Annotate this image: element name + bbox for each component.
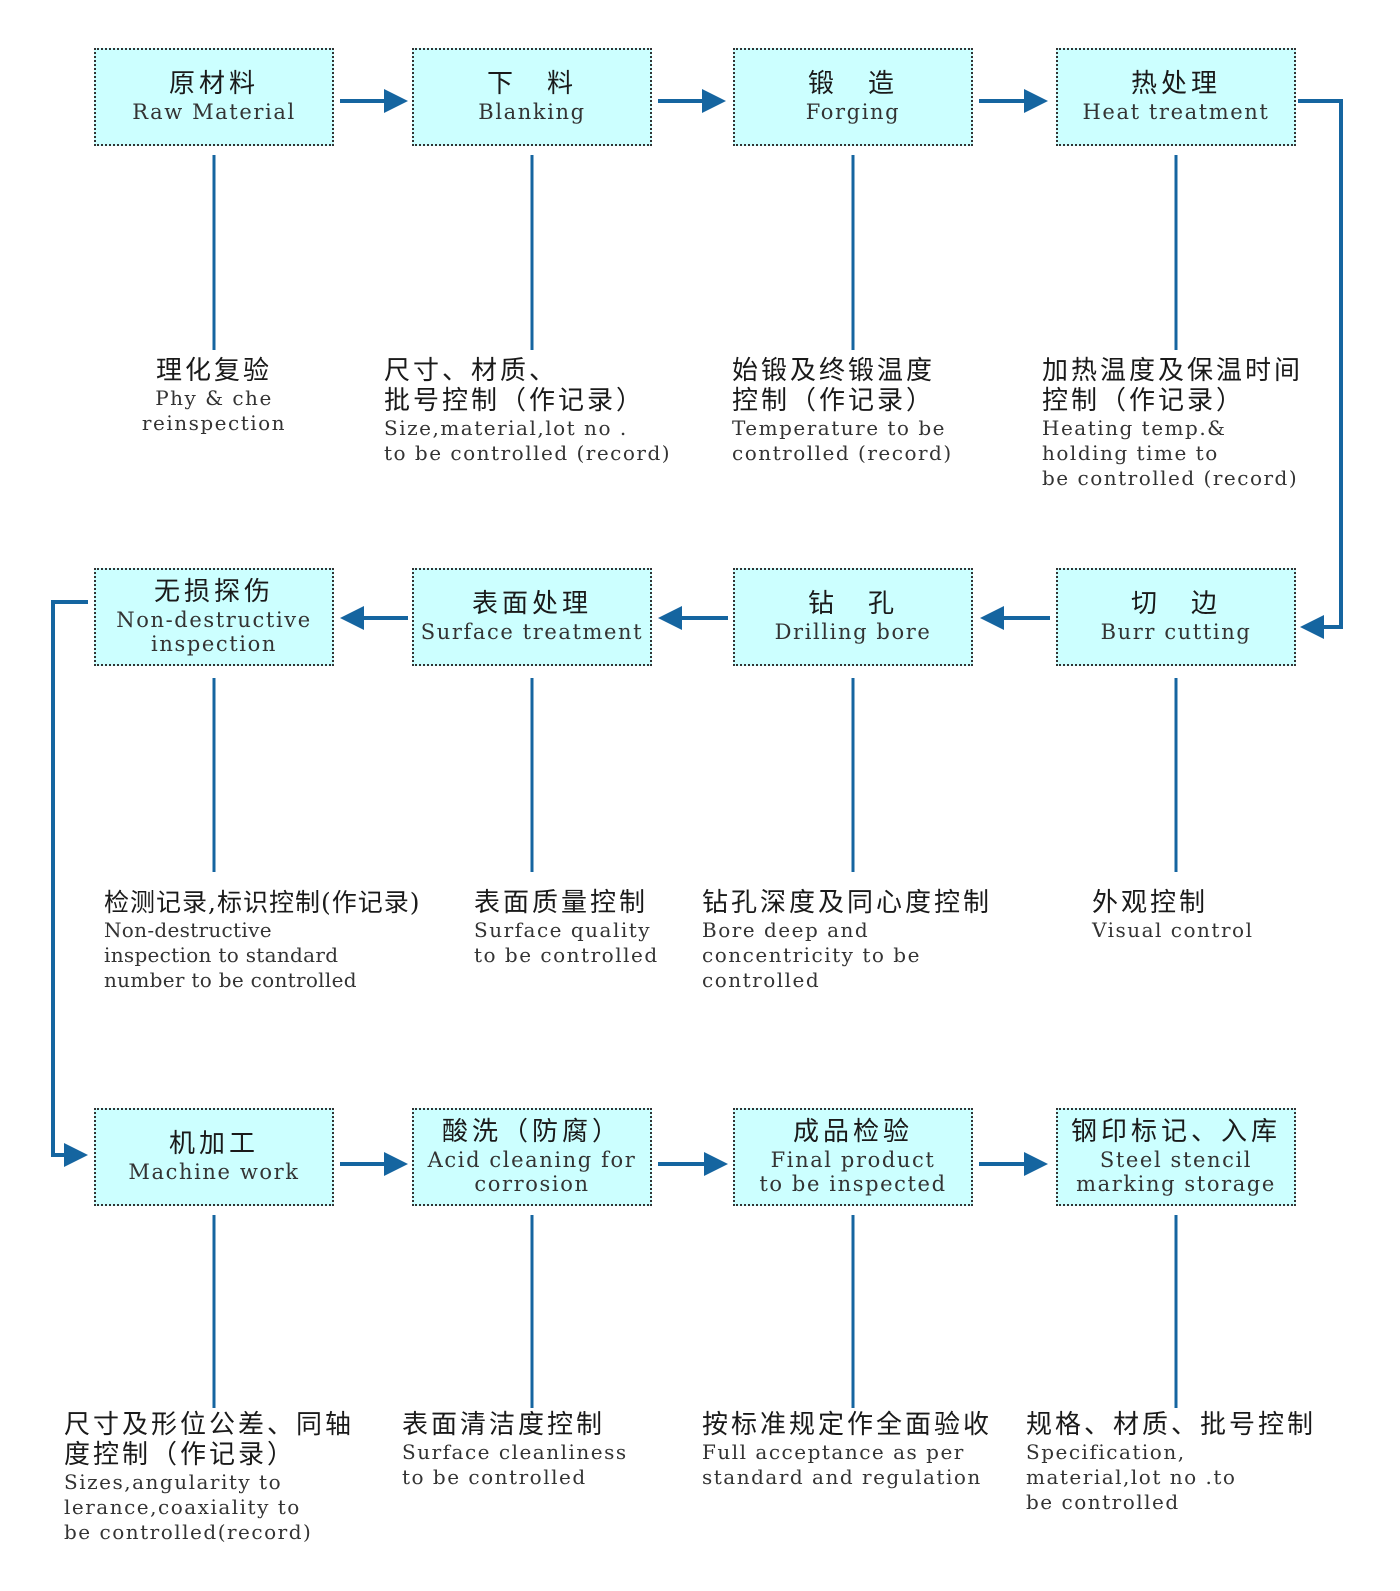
step-zh: 钢印标记、入库 [1070, 1116, 1281, 1147]
note-surface-quality: 表面质量控制 Surface quality to be controlled [474, 888, 659, 968]
flow-arrow-6-7 [658, 606, 728, 630]
flow-arrow-2-3 [658, 89, 726, 113]
note-zh: 外观控制 [1092, 888, 1209, 918]
flow-arrow-9-10 [340, 1152, 408, 1176]
step-surface-treatment: 表面处理 Surface treatment [412, 568, 652, 666]
step-en: Machine work [128, 1159, 300, 1184]
note-en: Sizes,angularity to lerance,coaxiality t… [64, 1470, 313, 1544]
step-en: Steel stencil marking storage [1076, 1147, 1276, 1196]
note-en: Specification, material,lot no .to be co… [1026, 1440, 1237, 1514]
note-en: Heating temp.& holding time to be contro… [1042, 416, 1299, 490]
note-visual-control: 外观控制 Visual control [1092, 888, 1253, 943]
flow-arrow-5-6 [980, 606, 1050, 630]
note-forging-temperature: 始锻及终锻温度 控制（作记录） Temperature to be contro… [732, 356, 953, 466]
note-zh: 表面质量控制 [474, 888, 649, 918]
step-zh: 钻 孔 [807, 588, 898, 619]
note-heating-temperature: 加热温度及保温时间 控制（作记录） Heating temp.& holding… [1042, 356, 1303, 491]
step-final-product-inspection: 成品检验 Final product to be inspected [733, 1108, 973, 1206]
note-zh: 加热温度及保温时间 控制（作记录） [1042, 356, 1304, 416]
note-zh: 检测记录,标识控制(作记录) [104, 888, 421, 917]
step-en: Heat treatment [1082, 99, 1270, 124]
note-zh: 钻孔深度及同心度控制 [702, 888, 993, 918]
note-size-material-lot: 尺寸、材质、 批号控制（作记录） Size,material,lot no . … [384, 356, 671, 466]
step-en: Final product to be inspected [759, 1147, 947, 1196]
step-en: Non-destructive inspection [116, 607, 312, 656]
note-zh: 表面清洁度控制 [402, 1410, 606, 1440]
note-zh: 理化复验 [155, 356, 272, 386]
note-sizes-angularity: 尺寸及形位公差、同轴 度控制（作记录） Sizes,angularity to … [64, 1410, 354, 1545]
step-en: Acid cleaning for corrosion [427, 1147, 637, 1196]
note-zh: 按标准规定作全面验收 [702, 1410, 993, 1440]
note-en: Size,material,lot no . to be controlled … [384, 416, 672, 465]
note-surface-cleanliness: 表面清洁度控制 Surface cleanliness to be contro… [402, 1410, 628, 1490]
flow-arrow-8-9 [51, 600, 88, 1167]
step-burr-cutting: 切 边 Burr cutting [1056, 568, 1296, 666]
flow-arrow-7-8 [340, 606, 408, 630]
step-en: Forging [805, 99, 901, 124]
step-non-destructive-inspection: 无损探伤 Non-destructive inspection [94, 568, 334, 666]
note-en: Non-destructive inspection to standard n… [104, 918, 357, 992]
flow-arrow-10-11 [658, 1152, 728, 1176]
note-zh: 尺寸及形位公差、同轴 度控制（作记录） [64, 1410, 355, 1470]
note-en: Visual control [1092, 918, 1254, 942]
note-phy-che-reinspection: 理化复验 Phy & che reinspection [114, 356, 314, 436]
step-machine-work: 机加工 Machine work [94, 1108, 334, 1206]
step-en: Raw Material [132, 99, 296, 124]
step-zh: 锻 造 [807, 68, 898, 99]
step-en: Burr cutting [1100, 619, 1252, 644]
step-zh: 成品检验 [792, 1116, 913, 1147]
note-specification-control: 规格、材质、批号控制 Specification, material,lot n… [1026, 1410, 1316, 1515]
note-zh: 规格、材质、批号控制 [1026, 1410, 1317, 1440]
note-inspection-record: 检测记录,标识控制(作记录) Non-destructive inspectio… [104, 888, 420, 993]
step-zh: 表面处理 [471, 588, 592, 619]
step-acid-cleaning: 酸洗（防腐） Acid cleaning for corrosion [412, 1108, 652, 1206]
step-en: Surface treatment [420, 619, 644, 644]
flow-arrow-11-12 [979, 1152, 1048, 1176]
note-en: Surface cleanliness to be controlled [402, 1440, 628, 1489]
step-blanking: 下 料 Blanking [412, 48, 652, 146]
note-en: Phy & che reinspection [141, 386, 287, 435]
note-en: Bore deep and concentricity to be contro… [702, 918, 921, 992]
step-zh: 热处理 [1130, 68, 1221, 99]
note-en: Temperature to be controlled (record) [732, 416, 953, 465]
step-raw-material: 原材料 Raw Material [94, 48, 334, 146]
step-zh: 酸洗（防腐） [441, 1116, 622, 1147]
note-zh: 尺寸、材质、 批号控制（作记录） [384, 356, 646, 416]
step-drilling-bore: 钻 孔 Drilling bore [733, 568, 973, 666]
note-full-acceptance: 按标准规定作全面验收 Full acceptance as per standa… [702, 1410, 992, 1490]
flow-arrow-3-4 [979, 89, 1048, 113]
flow-arrow-4-5 [1298, 99, 1343, 639]
step-zh: 无损探伤 [153, 576, 274, 607]
step-zh: 原材料 [168, 68, 259, 99]
step-heat-treatment: 热处理 Heat treatment [1056, 48, 1296, 146]
note-en: Surface quality to be controlled [474, 918, 659, 967]
step-forging: 锻 造 Forging [733, 48, 973, 146]
note-bore-concentricity: 钻孔深度及同心度控制 Bore deep and concentricity t… [702, 888, 992, 993]
step-en: Blanking [478, 99, 586, 124]
step-en: Drilling bore [774, 619, 932, 644]
note-zh: 始锻及终锻温度 控制（作记录） [732, 356, 936, 416]
flow-arrow-1-2 [340, 89, 408, 113]
step-zh: 切 边 [1130, 588, 1221, 619]
step-zh: 下 料 [486, 68, 577, 99]
note-en: Full acceptance as per standard and regu… [702, 1440, 982, 1489]
step-steel-stencil-marking: 钢印标记、入库 Steel stencil marking storage [1056, 1108, 1296, 1206]
step-zh: 机加工 [168, 1128, 259, 1159]
